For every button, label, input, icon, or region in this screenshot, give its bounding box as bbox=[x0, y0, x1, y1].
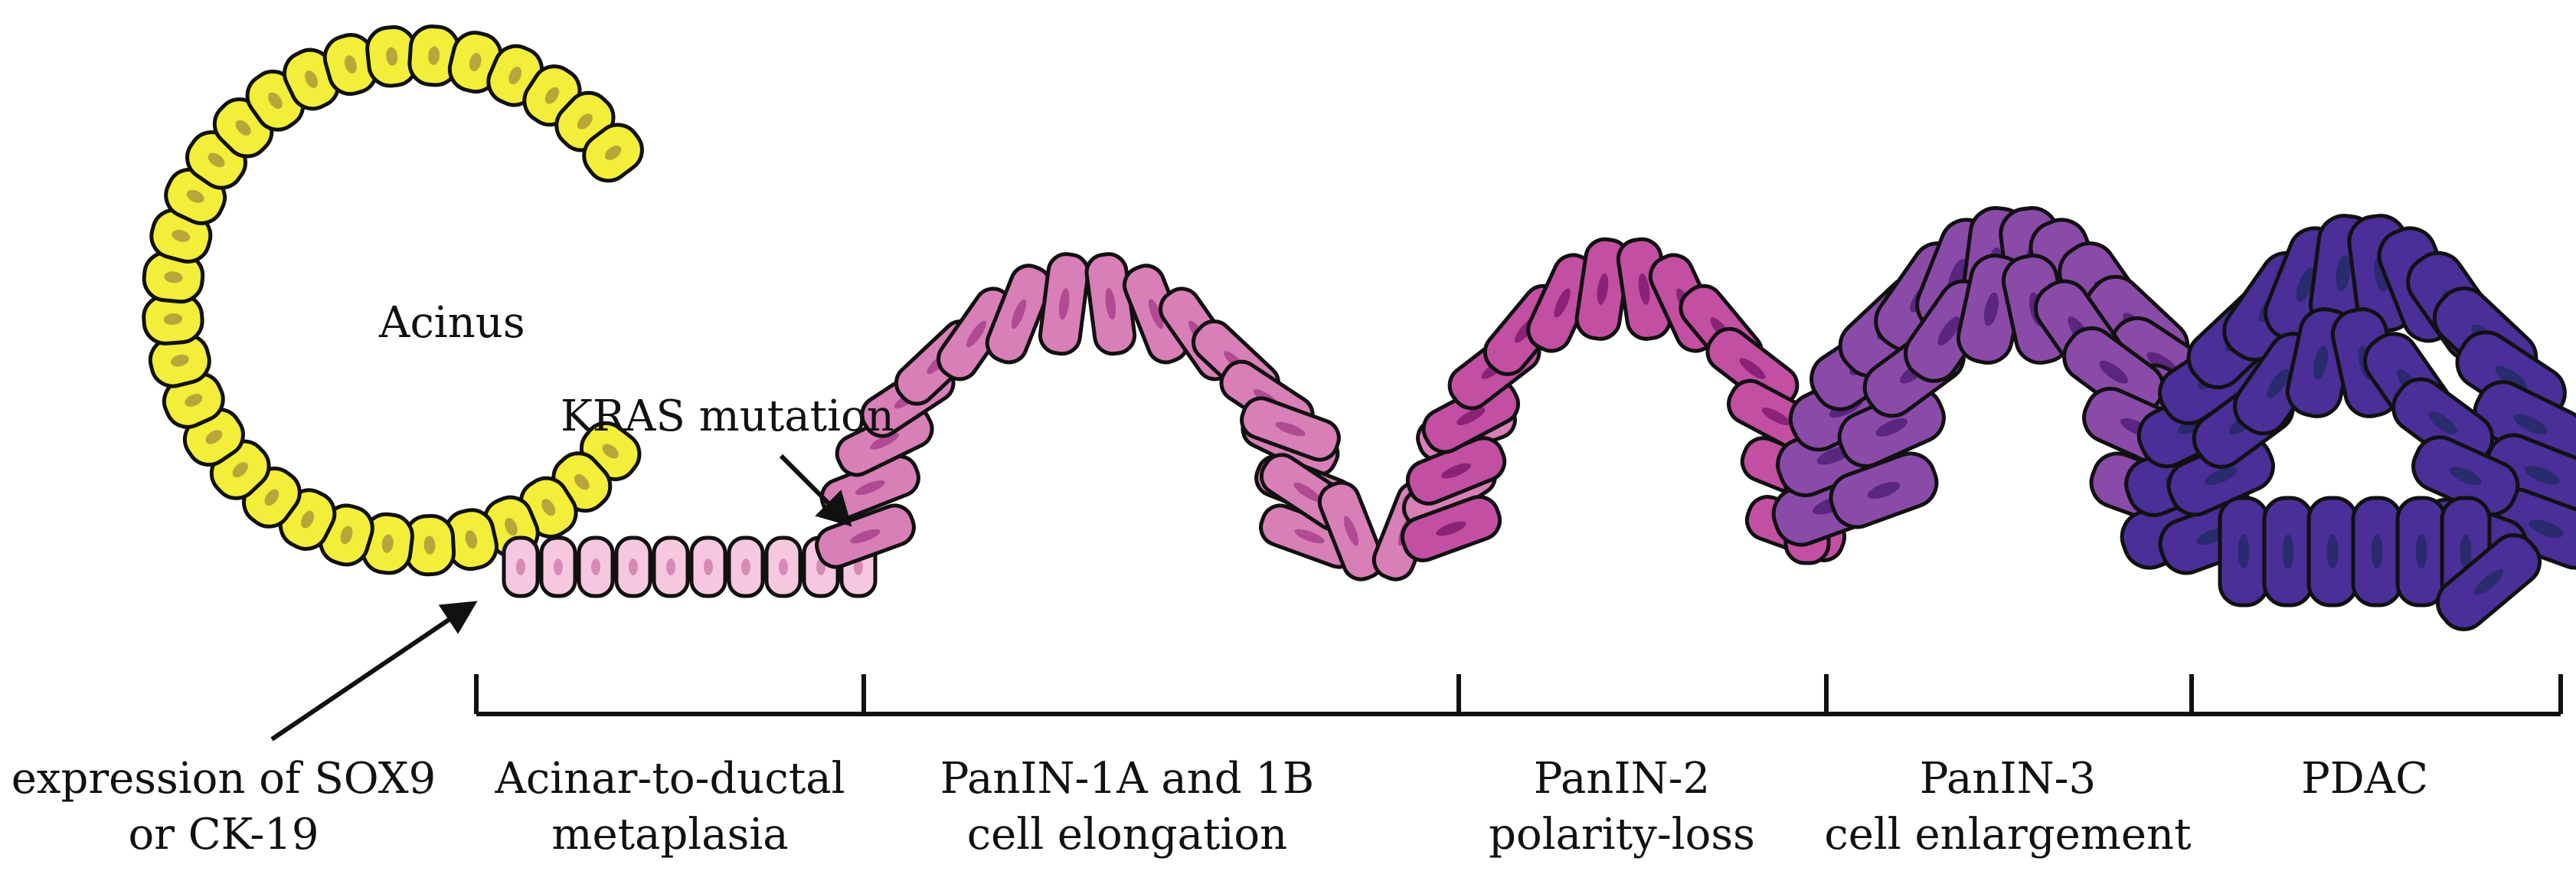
cell-layer bbox=[142, 25, 2576, 631]
pdac-cell bbox=[2306, 496, 2359, 608]
kras-arrow bbox=[779, 454, 852, 527]
stage-pdac-line1: PDAC bbox=[2301, 754, 2428, 804]
panin2-cell bbox=[1400, 495, 1502, 562]
adm-cell bbox=[577, 535, 615, 598]
panin1-cell bbox=[1038, 252, 1090, 356]
adm-cell bbox=[539, 535, 577, 598]
acinus-cell bbox=[407, 25, 460, 87]
stage-panin2-line1: PanIN-2 bbox=[1534, 754, 1710, 804]
stage-panin3-line1: PanIN-3 bbox=[1920, 754, 2096, 804]
stage-panin1-line2: cell elongation bbox=[967, 810, 1287, 860]
panin1-cell bbox=[985, 264, 1053, 365]
adm-cell bbox=[727, 535, 765, 598]
adm-cell bbox=[764, 535, 803, 598]
adm-cell bbox=[614, 535, 652, 598]
stage-panin3-line2: cell enlargement bbox=[1824, 810, 2192, 860]
panin1-cell bbox=[1317, 480, 1385, 581]
panin1-cell bbox=[1240, 396, 1341, 462]
pdac-cell bbox=[2395, 496, 2447, 608]
pdac-cell bbox=[2262, 496, 2314, 608]
stage-panin1-line1: PanIN-1A and 1B bbox=[940, 754, 1314, 804]
pdac-cell bbox=[2435, 533, 2542, 631]
adm-cell bbox=[689, 535, 727, 598]
sox9-label-line1: expression of SOX9 bbox=[11, 754, 436, 804]
acinus-cell bbox=[142, 293, 204, 346]
acinus-cell bbox=[582, 123, 644, 183]
pdac-cell bbox=[2351, 496, 2403, 608]
adm-cell bbox=[502, 535, 540, 598]
stage-adm-line2: metaplasia bbox=[551, 810, 788, 860]
pdac-cell bbox=[2218, 496, 2270, 608]
stage-bracket bbox=[474, 674, 2563, 716]
acinus-cell bbox=[443, 508, 499, 572]
kras-mutation-label: KRAS mutation bbox=[561, 391, 894, 441]
adm-cell bbox=[652, 535, 690, 598]
stage-adm-line1: Acinar-to-ductal bbox=[494, 754, 845, 804]
acinus-label: Acinus bbox=[378, 298, 525, 348]
acinus-cell bbox=[148, 332, 211, 388]
sox9-label-line2: or CK-19 bbox=[128, 810, 319, 860]
panin1-cell bbox=[815, 503, 916, 569]
sox9-arrow bbox=[270, 601, 478, 742]
stage-panin2-line2: polarity-loss bbox=[1489, 810, 1755, 860]
